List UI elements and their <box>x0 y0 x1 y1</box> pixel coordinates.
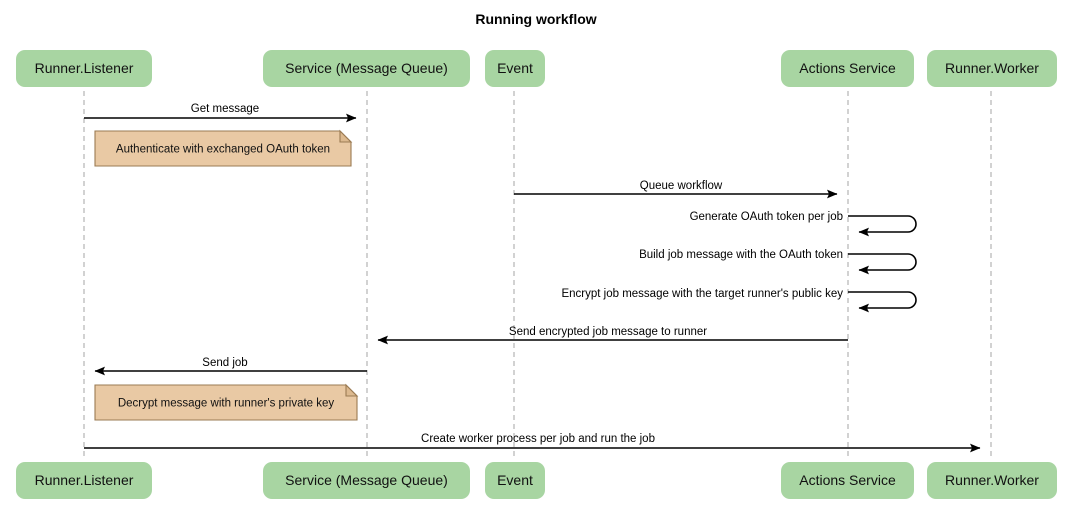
participant-service-message-queue-footer[interactable]: Service (Message Queue) <box>263 462 470 499</box>
message-label-send-job: Send job <box>202 357 247 369</box>
message-send-encrypted-job-message-to-runner[interactable]: Send encrypted job message to runner <box>377 326 848 345</box>
message-label-generate-oauth-token-per-job: Generate OAuth token per job <box>690 211 843 223</box>
note-decrypt-message-with-runners-private-key: Decrypt message with runner's private ke… <box>94 383 359 421</box>
participant-label-runner-worker: Runner.Worker <box>945 472 1039 488</box>
message-create-worker-process-per-job-and-run-the-job[interactable]: Create worker process per job and run th… <box>84 433 981 453</box>
participant-runner-listener-header[interactable]: Runner.Listener <box>16 50 152 87</box>
participant-runner-worker-header[interactable]: Runner.Worker <box>927 50 1057 87</box>
note-label-authenticate-with-exchanged-oauth-token: Authenticate with exchanged OAuth token <box>116 144 330 156</box>
message-generate-oauth-token-per-job[interactable]: Generate OAuth token per job <box>690 211 917 237</box>
participant-runner-listener-footer[interactable]: Runner.Listener <box>16 462 152 499</box>
message-label-build-job-message-with-the-oauth-token: Build job message with the OAuth token <box>639 249 843 261</box>
participant-actions-service-footer[interactable]: Actions Service <box>781 462 914 499</box>
note-fold-corner-icon <box>339 129 353 143</box>
notes-layer: Authenticate with exchanged OAuth tokenD… <box>94 129 359 421</box>
message-arrow-build-job-message-with-the-oauth-token <box>848 253 917 275</box>
message-encrypt-job-message-with-the-target-runners-public-key[interactable]: Encrypt job message with the target runn… <box>561 288 917 313</box>
participant-service-message-queue-header[interactable]: Service (Message Queue) <box>263 50 470 87</box>
participant-runner-worker-footer[interactable]: Runner.Worker <box>927 462 1057 499</box>
message-get-message[interactable]: Get message <box>84 103 357 123</box>
message-arrow-generate-oauth-token-per-job <box>848 215 917 237</box>
participant-label-actions-service: Actions Service <box>799 60 896 76</box>
participant-event-header[interactable]: Event <box>485 50 545 87</box>
note-body <box>94 384 358 421</box>
participant-label-event: Event <box>497 60 533 76</box>
message-label-queue-workflow: Queue workflow <box>640 180 723 192</box>
message-label-encrypt-job-message-with-the-target-runners-public-key: Encrypt job message with the target runn… <box>561 288 843 300</box>
message-send-job[interactable]: Send job <box>94 357 367 376</box>
note-authenticate-with-exchanged-oauth-token: Authenticate with exchanged OAuth token <box>94 129 353 167</box>
participant-label-service-message-queue: Service (Message Queue) <box>285 60 448 76</box>
participant-label-runner-worker: Runner.Worker <box>945 60 1039 76</box>
note-fold-corner-icon <box>345 383 359 397</box>
participant-label-runner-listener: Runner.Listener <box>35 472 134 488</box>
message-label-create-worker-process-per-job-and-run-the-job: Create worker process per job and run th… <box>421 433 655 445</box>
message-label-send-encrypted-job-message-to-runner: Send encrypted job message to runner <box>509 326 707 338</box>
participant-label-runner-listener: Runner.Listener <box>35 60 134 76</box>
participant-event-footer[interactable]: Event <box>485 462 545 499</box>
note-label-decrypt-message-with-runners-private-key: Decrypt message with runner's private ke… <box>118 398 335 410</box>
page-title: Running workflow <box>475 11 596 27</box>
message-queue-workflow[interactable]: Queue workflow <box>514 180 838 199</box>
header-participants-layer: Runner.Listener Service (Message Queue) Ev… <box>16 50 1057 87</box>
message-build-job-message-with-the-oauth-token[interactable]: Build job message with the OAuth token <box>639 249 917 275</box>
participant-label-actions-service: Actions Service <box>799 472 896 488</box>
participant-actions-service-header[interactable]: Actions Service <box>781 50 914 87</box>
lifelines-layer <box>83 91 992 460</box>
message-arrow-encrypt-job-message-with-the-target-runners-public-key <box>848 291 917 313</box>
participant-label-event: Event <box>497 472 533 488</box>
note-body <box>94 130 352 167</box>
participant-label-service-message-queue: Service (Message Queue) <box>285 472 448 488</box>
message-label-get-message: Get message <box>191 103 259 115</box>
footer-participants-layer: Runner.Listener Service (Message Queue) Ev… <box>16 462 1057 499</box>
